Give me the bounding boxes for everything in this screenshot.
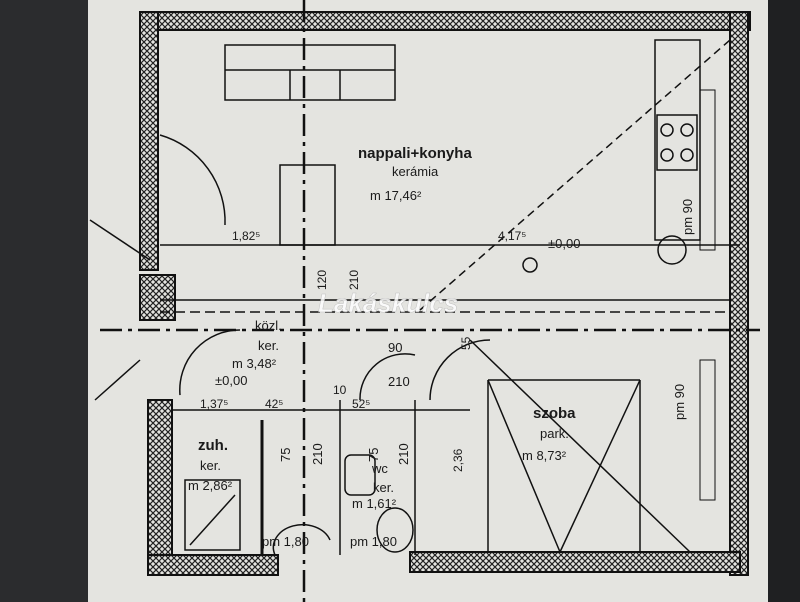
room-name-wc: wc: [371, 461, 388, 476]
dim-210d: 210: [396, 443, 411, 465]
room-name-living: nappali+konyha: [358, 145, 472, 162]
room-material-shower: ker.: [200, 458, 221, 473]
dim-pm90-top: pm 90: [680, 199, 695, 235]
dim-137: 1,37⁵: [200, 397, 228, 411]
dim-55: 55: [459, 336, 473, 350]
interior-lines: [89, 0, 760, 602]
dim-236: 2,36: [451, 448, 465, 472]
room-area-hall: m 3,48²: [232, 356, 277, 371]
room-area-living: m 17,46²: [370, 188, 422, 203]
dim-door-210b: 210: [388, 374, 410, 389]
dim-pm90-right: pm 90: [672, 384, 687, 420]
dim-living-right: 4,17⁵: [498, 229, 526, 243]
monitor-bezel: [768, 0, 800, 602]
dim-door-90: 90: [388, 340, 402, 355]
watermark-logo: Lakáskulcs: [318, 288, 458, 318]
room-area-wc: m 1,61²: [352, 496, 397, 511]
outer-walls: [139, 11, 751, 576]
room-area-shower: m 2,86²: [188, 478, 233, 493]
dim-pm180-a: pm 1,80: [262, 534, 309, 549]
dim-52: 52⁵: [352, 397, 370, 411]
living-level: ±0,00: [548, 236, 580, 251]
room-name-bedroom: szoba: [533, 405, 576, 422]
dim-door-120: 120: [315, 270, 329, 290]
dim-42: 42⁵: [265, 397, 283, 411]
room-name-shower: zuh.: [198, 437, 228, 454]
hall-level: ±0,00: [215, 373, 247, 388]
room-name-hall: közl.: [255, 318, 282, 333]
room-material-bedroom: park.: [540, 426, 569, 441]
dim-75b: 75: [366, 448, 381, 462]
dim-pm180-b: pm 1,80: [350, 534, 397, 549]
dim-75a: 75: [278, 448, 293, 462]
dim-door-210a: 210: [347, 270, 361, 290]
dim-10: 10: [333, 383, 347, 397]
dim-210c: 210: [310, 443, 325, 465]
room-material-wc: ker.: [373, 480, 394, 495]
room-area-bedroom: m 8,73²: [522, 448, 567, 463]
room-material-living: kerámia: [392, 164, 439, 179]
room-material-hall: ker.: [258, 338, 279, 353]
dim-living-left: 1,82⁵: [232, 229, 260, 243]
